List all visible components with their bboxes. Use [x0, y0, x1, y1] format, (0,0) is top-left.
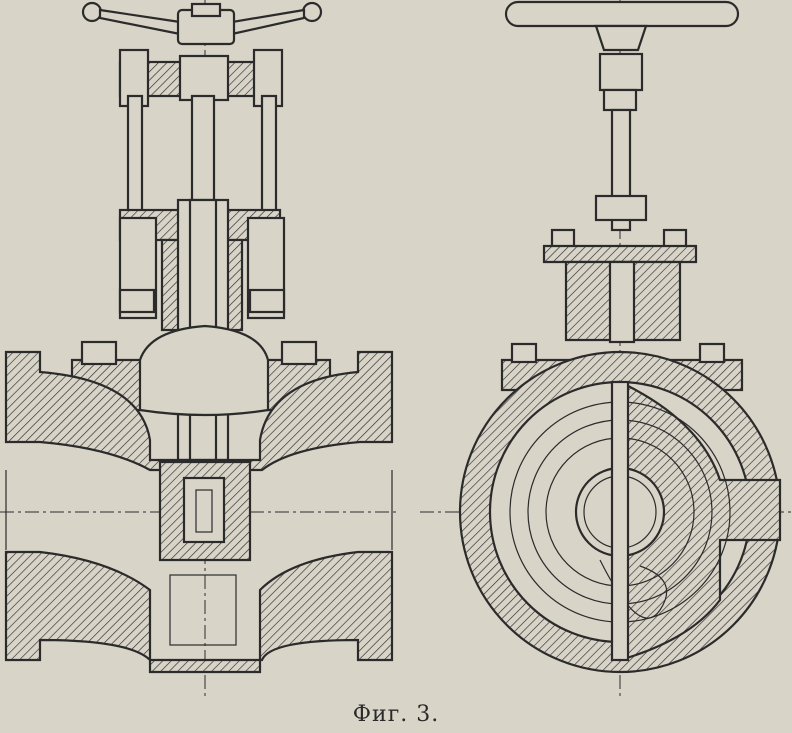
handwheel-right — [504, 0, 740, 52]
stem-upper-left — [190, 94, 216, 218]
left-section-view — [0, 0, 400, 700]
technical-drawing-svg — [0, 0, 792, 700]
valve-body-right — [458, 350, 782, 674]
yoke-crossbar-left — [118, 48, 284, 108]
handwheel-left — [81, 1, 323, 46]
valve-body-left — [4, 350, 394, 674]
figure-caption: Фиг. 3. — [352, 702, 440, 727]
gate-wedge-left — [158, 460, 252, 562]
stem-right — [594, 52, 648, 232]
right-section-view — [420, 0, 792, 700]
